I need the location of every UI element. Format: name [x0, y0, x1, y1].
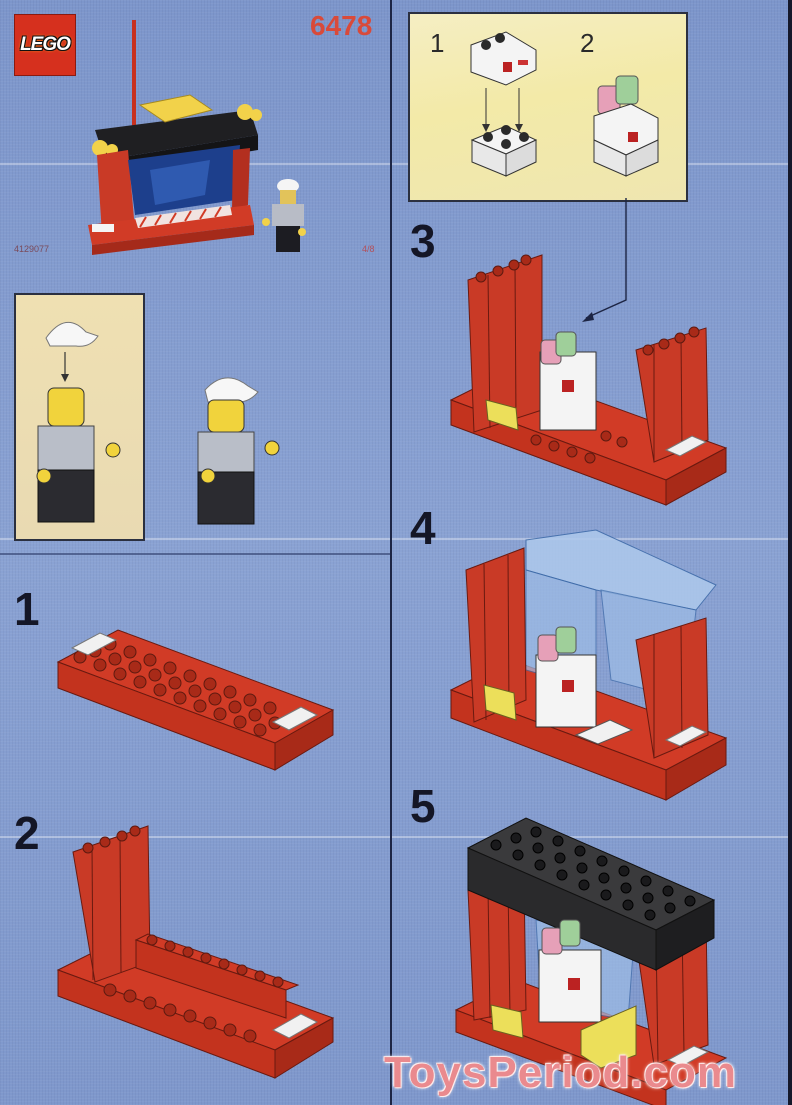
sub-step-number-1: 1 [430, 28, 445, 58]
booklet-code: 4129077 [14, 244, 50, 254]
step-number-1: 1 [14, 583, 40, 635]
booklet-page-code: 4/8 [362, 244, 375, 254]
step-number-4: 4 [410, 502, 436, 554]
page-fold-vertical [390, 0, 392, 1105]
paper-crease [0, 163, 792, 165]
paper-crease [0, 836, 792, 838]
sub-assembly-inset [408, 12, 688, 202]
step-4-image [449, 529, 728, 801]
set-number: 6478 [310, 10, 373, 41]
page-fold-horizontal [0, 553, 390, 555]
finished-model-image [88, 20, 306, 255]
step-number-3: 3 [410, 215, 436, 267]
page-edge [788, 0, 792, 1105]
step-number-5: 5 [410, 780, 436, 832]
watermark-text: ToysPeriod.com [384, 1048, 738, 1097]
paper-crease [0, 538, 792, 540]
step-1-image [56, 629, 335, 771]
step-number-2: 2 [14, 807, 40, 859]
lego-logo: LEGO [14, 14, 76, 76]
step-5-image [454, 817, 728, 1105]
step-2-image [56, 825, 335, 1079]
sub-assembly-image [470, 31, 659, 322]
step-3-image [449, 254, 728, 506]
sub-step-number-2: 2 [580, 28, 595, 58]
minifig-assembly-image [36, 322, 280, 525]
